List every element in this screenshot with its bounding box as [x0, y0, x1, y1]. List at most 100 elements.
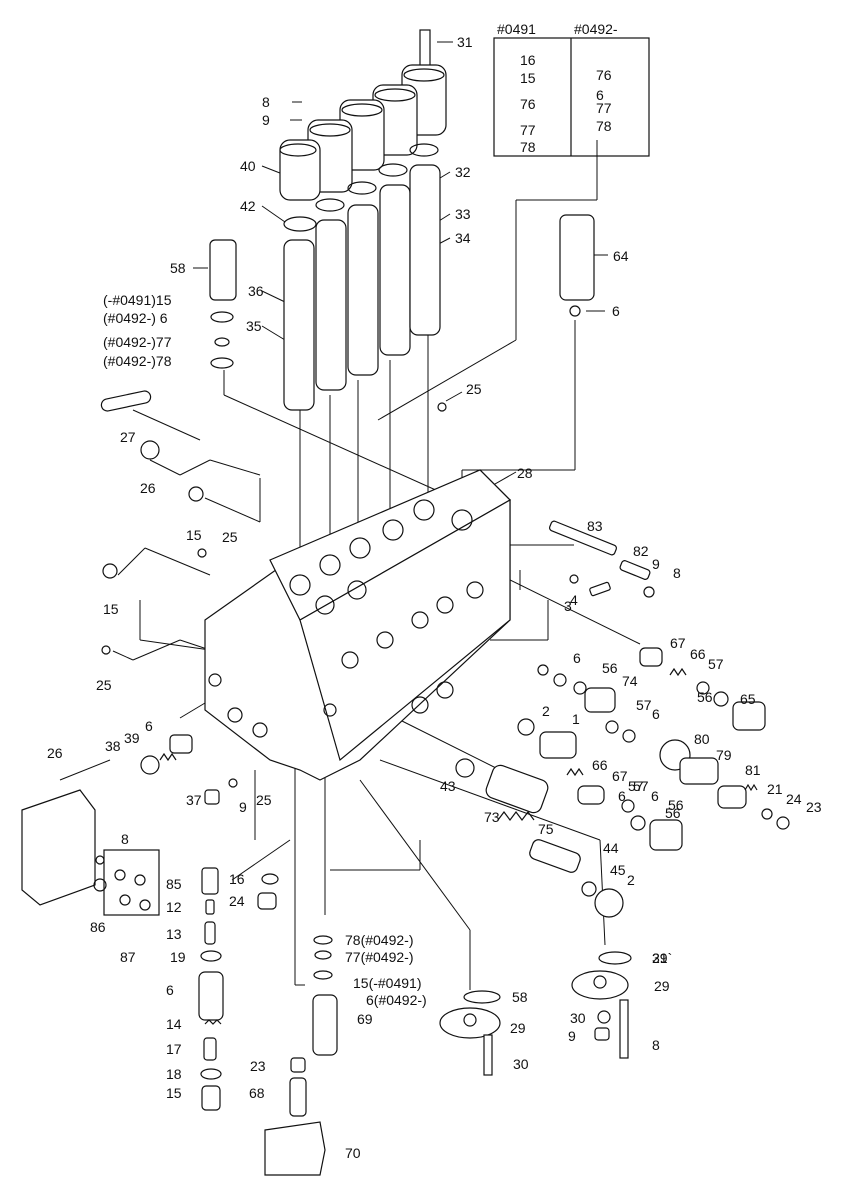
callout-label: 76 [596, 67, 612, 83]
callout-label: 86 [90, 919, 106, 935]
callout-label: 76 [520, 96, 536, 112]
callout-label: 87 [120, 949, 136, 965]
callout-label: 74 [622, 673, 638, 689]
callout-note: #0492- [574, 21, 618, 37]
callout-label: 26 [47, 745, 63, 761]
callout-label: 57 [636, 697, 652, 713]
callout-label: 2 [542, 703, 550, 719]
callout-label: 19 [170, 949, 186, 965]
callout-label: 3 [564, 598, 572, 614]
callout-label: 78 [520, 139, 536, 155]
callout-label: 9 [262, 112, 270, 128]
callout-label: 36 [248, 283, 264, 299]
callout-note: (#0492-)78 [103, 353, 172, 369]
callout-label: 40 [240, 158, 256, 174]
callout-label: 82 [633, 543, 649, 559]
callout-label: 66 [690, 646, 706, 662]
callout-label: 35 [246, 318, 262, 334]
callout-label: 34 [455, 230, 471, 246]
callout-label: 9 [568, 1028, 576, 1044]
callout-label: 9 [652, 556, 660, 572]
parts [21, 29, 790, 1176]
callout-label: 14 [166, 1016, 182, 1032]
callout-label: 67 [670, 635, 686, 651]
callout-label: 45 [610, 862, 626, 878]
callout-label: 16 [520, 52, 536, 68]
callout-label: 56 [668, 797, 684, 813]
callout-label: 43 [440, 778, 456, 794]
callout-label: 12 [166, 899, 182, 915]
callout-label: 17 [166, 1041, 182, 1057]
callout-label: 15 [520, 70, 536, 86]
callout-label: 33 [455, 206, 471, 222]
leader-lines [59, 41, 641, 990]
callout-label: 1 [572, 711, 580, 727]
callout-label: 8 [121, 831, 129, 847]
callout-label: 8 [652, 1037, 660, 1053]
callout-label: 6 [651, 788, 659, 804]
callout-label: 44 [603, 840, 619, 856]
callout-note: #0491 [497, 21, 536, 37]
callout-label: 8 [262, 94, 270, 110]
callout-label: 78 [596, 118, 612, 134]
callout-label: 15 [186, 527, 202, 543]
callout-label: 37 [186, 792, 202, 808]
callout-label: 57 [633, 778, 649, 794]
callout-note: 77(#0492-) [345, 949, 414, 965]
callout-label: 31 [652, 950, 668, 966]
callout-note: (#0492-)77 [103, 334, 172, 350]
callout-label: 6 [596, 87, 604, 103]
callout-label: 56 [697, 689, 713, 705]
callout-label: 25 [466, 381, 482, 397]
callout-label: 25 [222, 529, 238, 545]
callout-label: 13 [166, 926, 182, 942]
callout-label: 42 [240, 198, 256, 214]
callout-label: 15 [166, 1085, 182, 1101]
callout-label: 6 [166, 982, 174, 998]
callout-note: (#0492-) 6 [103, 310, 168, 326]
callout-label: 73 [484, 809, 500, 825]
callout-label: 67 [612, 768, 628, 784]
callout-label: 6 [618, 788, 626, 804]
callout-label: 15 [103, 601, 119, 617]
callout-label: 38 [105, 738, 121, 754]
callout-label: 83 [587, 518, 603, 534]
callout-label: 30 [513, 1056, 529, 1072]
callout-label: 6 [652, 706, 660, 722]
callout-label: 24 [229, 893, 245, 909]
callout-label: 25 [256, 792, 272, 808]
callout-label: 23 [806, 799, 822, 815]
callout-label: 29 [510, 1020, 526, 1036]
callout-label: 69 [357, 1011, 373, 1027]
callout-label: 25 [96, 677, 112, 693]
callout-note: 15(-#0491) [353, 975, 422, 991]
callout-label: 24 [786, 791, 802, 807]
callout-label: 66 [592, 757, 608, 773]
callout-label: 77 [596, 100, 612, 116]
callout-label: 16 [229, 871, 245, 887]
callout-label: 85 [166, 876, 182, 892]
callout-label: 6 [573, 650, 581, 666]
callout-label: 70 [345, 1145, 361, 1161]
callout-label: 57 [628, 778, 644, 794]
callout-label: 6 [145, 718, 153, 734]
callout-note: (-#0491)15 [103, 292, 172, 308]
callout-label: 39 [124, 730, 140, 746]
callout-label: 56 [602, 660, 618, 676]
callout-label: 31 [457, 34, 473, 50]
callout-label: 30 [570, 1010, 586, 1026]
callout-label: 64 [613, 248, 629, 264]
callout-label: 58 [170, 260, 186, 276]
callout-label: 77 [520, 122, 536, 138]
callout-label: 27 [120, 429, 136, 445]
callout-label: 57 [708, 656, 724, 672]
callout-label: 29 [654, 978, 670, 994]
callout-label: 56 [665, 805, 681, 821]
callout-label: 58 [512, 989, 528, 1005]
callout-label: 2 [627, 872, 635, 888]
callout-label: 6 [612, 303, 620, 319]
callout-label: 68 [249, 1085, 265, 1101]
